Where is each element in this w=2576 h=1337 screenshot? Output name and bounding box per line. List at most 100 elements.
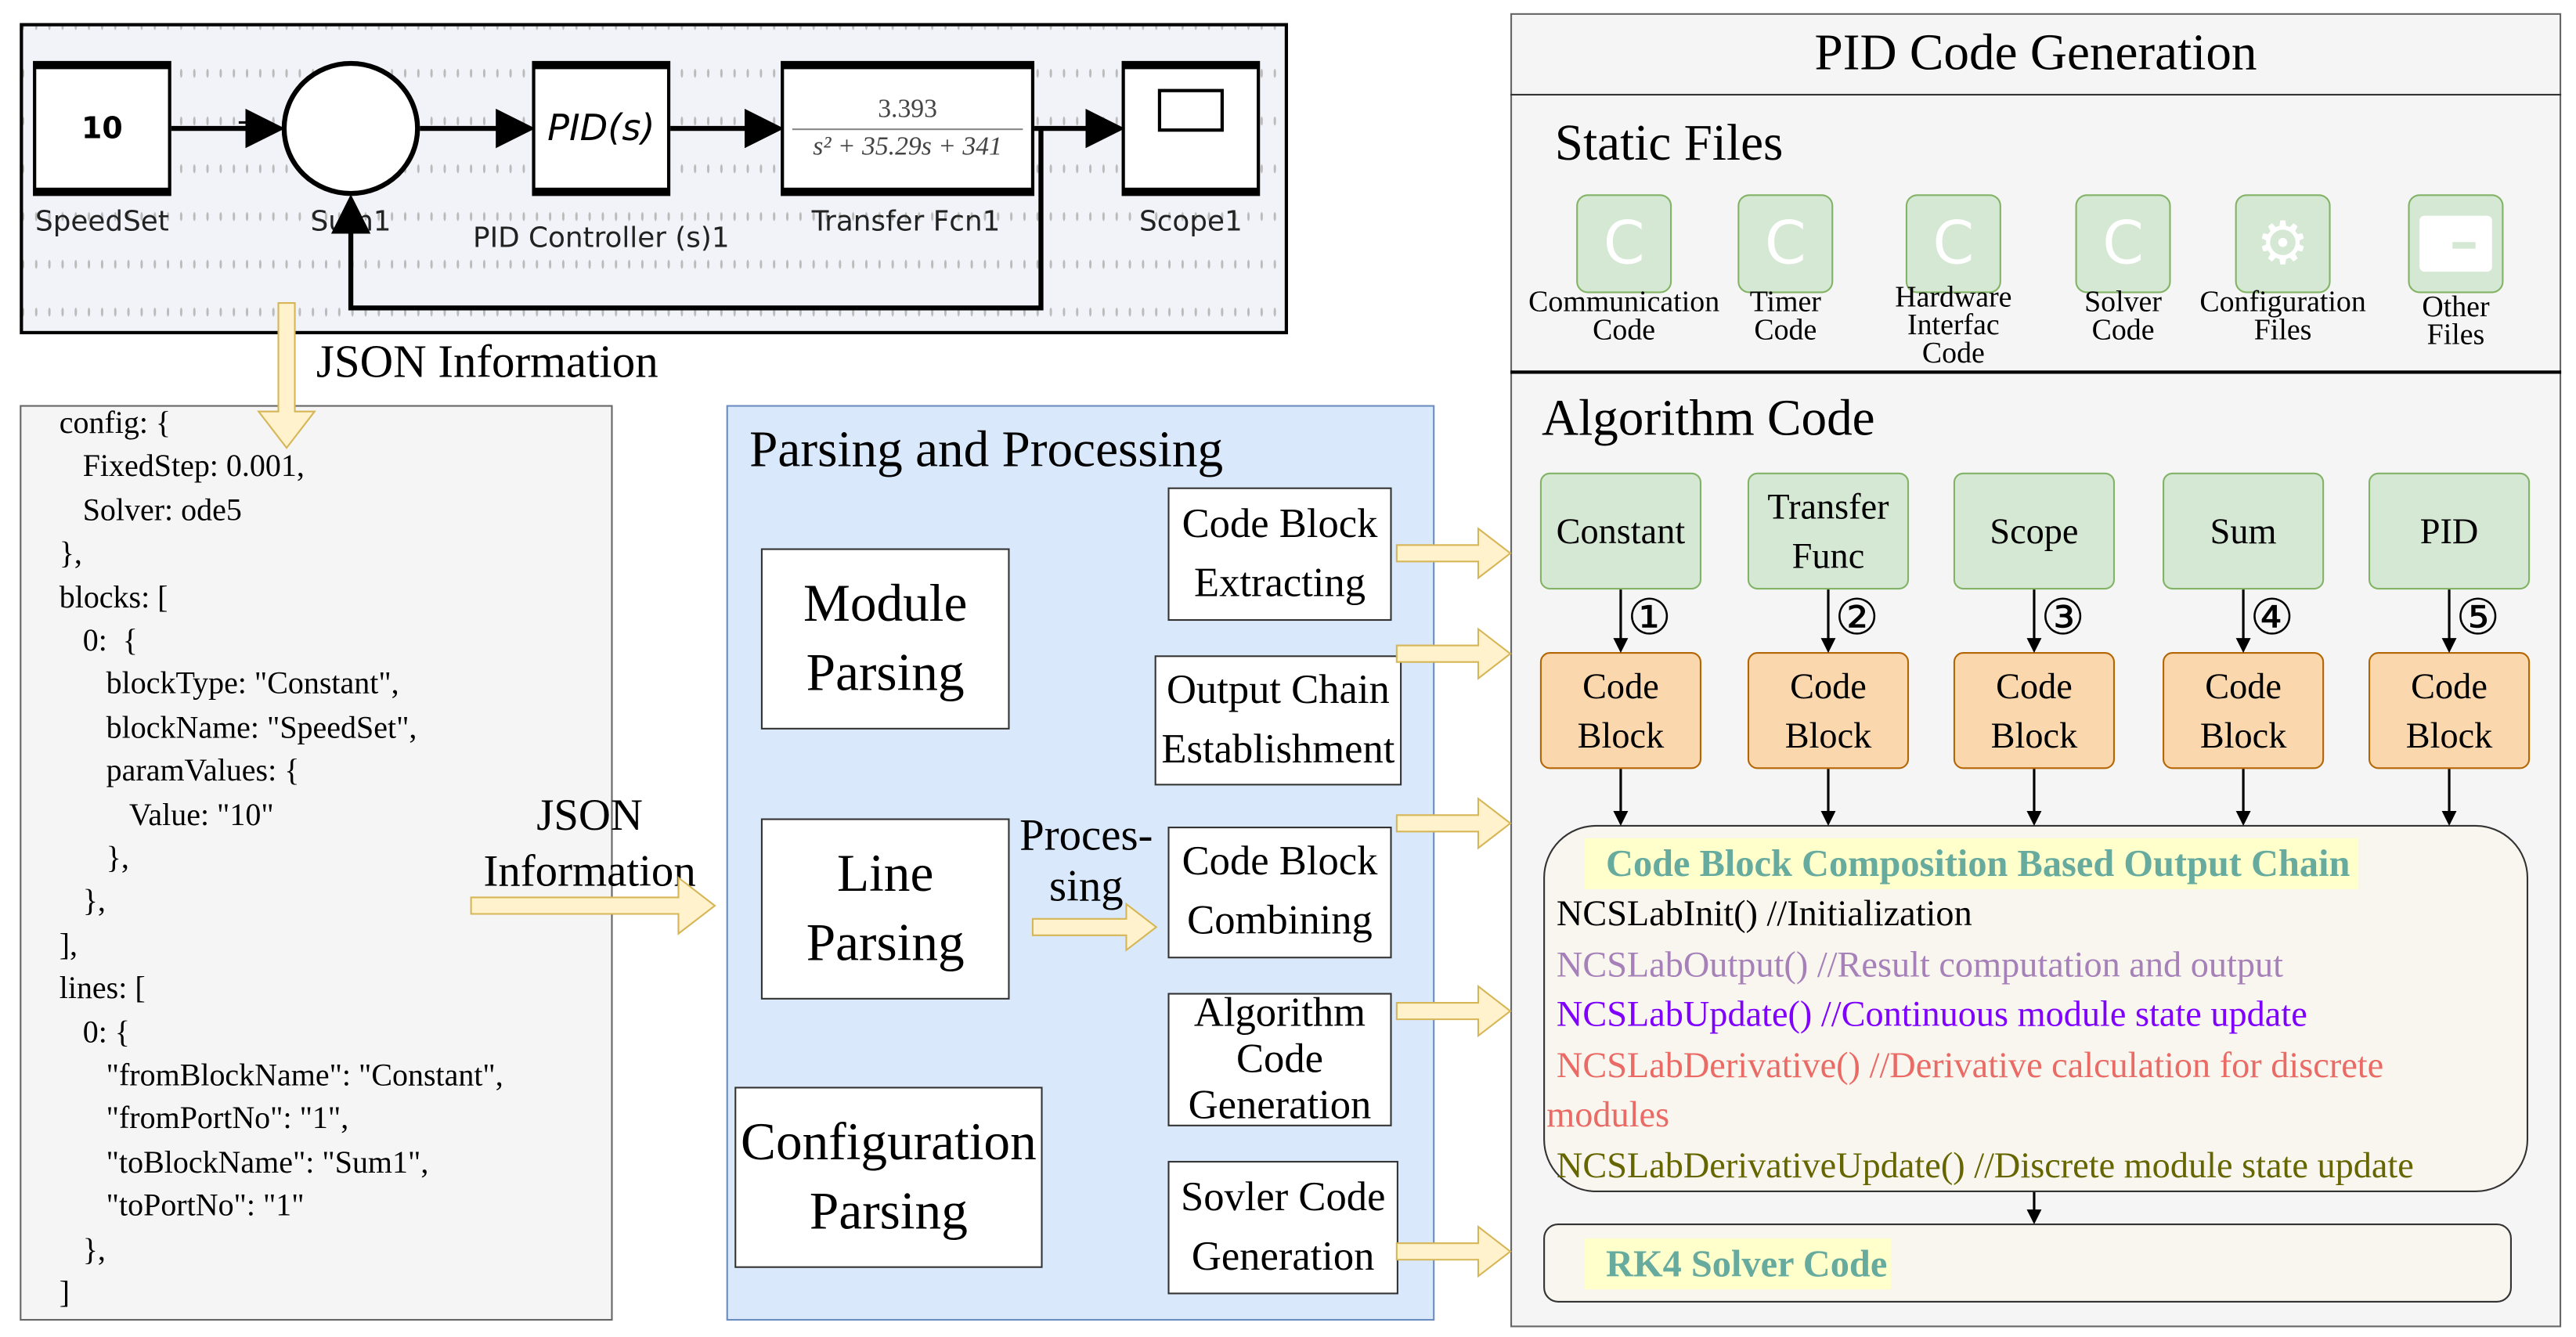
c-file-icon[interactable]: C xyxy=(1905,194,2001,294)
json-line: ] xyxy=(59,1276,70,1311)
to-codegen-arrow xyxy=(1395,527,1512,580)
icon-glyph: ⚙ xyxy=(2256,210,2310,278)
chain-function-line: NCSLabUpdate() //Continuous module state… xyxy=(1556,993,2307,1035)
label-line: sing xyxy=(1048,861,1124,911)
pid-block-content: PID(s) xyxy=(547,107,655,150)
sum-block[interactable] xyxy=(281,60,420,196)
icon-glyph: C xyxy=(1932,210,1975,278)
json-line: "fromBlockName": "Constant", xyxy=(59,1058,503,1094)
step-number: ② xyxy=(1835,591,1880,646)
chain-function-line: NCSLabInit() //Initialization xyxy=(1556,892,1972,934)
json-line: "toBlockName": "Sum1", xyxy=(59,1145,429,1180)
code-block-line: Block xyxy=(1990,713,2078,755)
algorithm-code-title: Algorithm Code xyxy=(1541,388,1875,447)
scope-block[interactable] xyxy=(1121,60,1261,196)
label-line: JSON xyxy=(536,790,643,840)
box-line: Generation xyxy=(1191,1234,1375,1279)
json-line: lines: [ xyxy=(59,971,146,1007)
json-information-label-mid: JSON Information xyxy=(471,787,709,899)
box-line: Algorithm xyxy=(1193,990,1366,1036)
box-line: Sovler Code xyxy=(1180,1174,1386,1220)
solver-code-title: RK4 Solver Code xyxy=(1584,1238,1891,1290)
box-line: Parsing xyxy=(806,642,965,702)
folder-shape xyxy=(2419,215,2492,272)
label-line: Proces- xyxy=(1019,809,1153,860)
chain-function-line: modules xyxy=(1546,1093,1670,1135)
step-number: ③ xyxy=(2040,591,2085,646)
json-line: "fromPortNo": "1", xyxy=(59,1102,349,1137)
processing-label: Proces- sing xyxy=(1008,810,1164,912)
box-line: Output Chain xyxy=(1166,668,1390,712)
folder-icon[interactable] xyxy=(2408,194,2504,294)
c-file-icon[interactable]: C xyxy=(2075,194,2171,294)
box-line: Code Block xyxy=(1182,839,1378,885)
json-line: }, xyxy=(59,537,82,572)
module-line: Func xyxy=(1791,534,1865,576)
label-line: Solver xyxy=(2084,284,2162,318)
box-line: Generation xyxy=(1188,1083,1372,1127)
processing-arrow xyxy=(1031,902,1158,952)
code-block-line: Block xyxy=(1784,713,1872,755)
json-line: paramValues: { xyxy=(59,754,300,790)
label-line: Timer xyxy=(1749,284,1821,318)
json-down-arrow xyxy=(257,302,316,449)
tf-numerator: 3.393 xyxy=(878,94,937,123)
tf-denominator: s² + 35.29s + 341 xyxy=(813,132,1002,161)
box-line: Parsing xyxy=(806,912,965,972)
code-block-line: Code xyxy=(1996,665,2073,707)
speedset-label: SpeedSet xyxy=(34,205,169,240)
json-line: Value: "10" xyxy=(59,798,274,833)
chain-function-line: NCSLabDerivativeUpdate() //Discrete modu… xyxy=(1556,1143,2414,1185)
json-line: ], xyxy=(59,928,78,964)
gear-icon[interactable]: ⚙ xyxy=(2235,194,2331,294)
json-line: config: { xyxy=(59,406,171,441)
speedset-constant-block[interactable]: 10 xyxy=(33,60,171,196)
chain-function-line: NCSLabOutput() //Result computation and … xyxy=(1556,942,2283,984)
step-number: ① xyxy=(1627,591,1672,646)
to-codegen-arrow xyxy=(1395,984,1512,1038)
scope1-label: Scope1 xyxy=(1139,205,1243,240)
code-block-line: Code xyxy=(2411,665,2488,707)
constant-value: 10 xyxy=(81,110,123,146)
chain-function-line: NCSLabDerivative() //Derivative calculat… xyxy=(1556,1043,2384,1085)
module-line: Constant xyxy=(1556,510,1686,551)
box-line: Line xyxy=(836,843,934,903)
to-codegen-arrow xyxy=(1395,797,1512,850)
box-line: Parsing xyxy=(809,1180,968,1241)
box-line: Module xyxy=(803,573,968,633)
step-number: ⑤ xyxy=(2455,591,2501,646)
json-line: blockName: "SpeedSet", xyxy=(59,711,417,746)
json-line: blockType: "Constant", xyxy=(59,667,399,702)
code-block-line: Block xyxy=(1577,713,1665,755)
scope-screen-icon xyxy=(1157,88,1224,132)
feedback-line xyxy=(330,128,1044,311)
icon-glyph: C xyxy=(1764,210,1806,278)
code-block-line: Code xyxy=(1790,665,1867,707)
label-line: Files xyxy=(2426,318,2485,351)
box-line: Code xyxy=(1236,1036,1324,1082)
box-line: Establishment xyxy=(1161,726,1395,772)
c-file-icon[interactable]: C xyxy=(1576,194,1672,294)
c-file-icon[interactable]: C xyxy=(1737,194,1834,294)
transfer-fcn-block[interactable]: 3.393 s² + 35.29s + 341 xyxy=(781,60,1035,196)
code-block-line: Block xyxy=(2405,713,2493,755)
code-block-line: Code xyxy=(2205,665,2282,707)
module-box: Constant xyxy=(1539,472,1702,590)
json-line: "toPortNo": "1" xyxy=(59,1189,305,1224)
label-line: Hardware xyxy=(1895,279,2012,313)
step-number: ④ xyxy=(2249,591,2295,646)
label-line: Information xyxy=(483,846,696,896)
